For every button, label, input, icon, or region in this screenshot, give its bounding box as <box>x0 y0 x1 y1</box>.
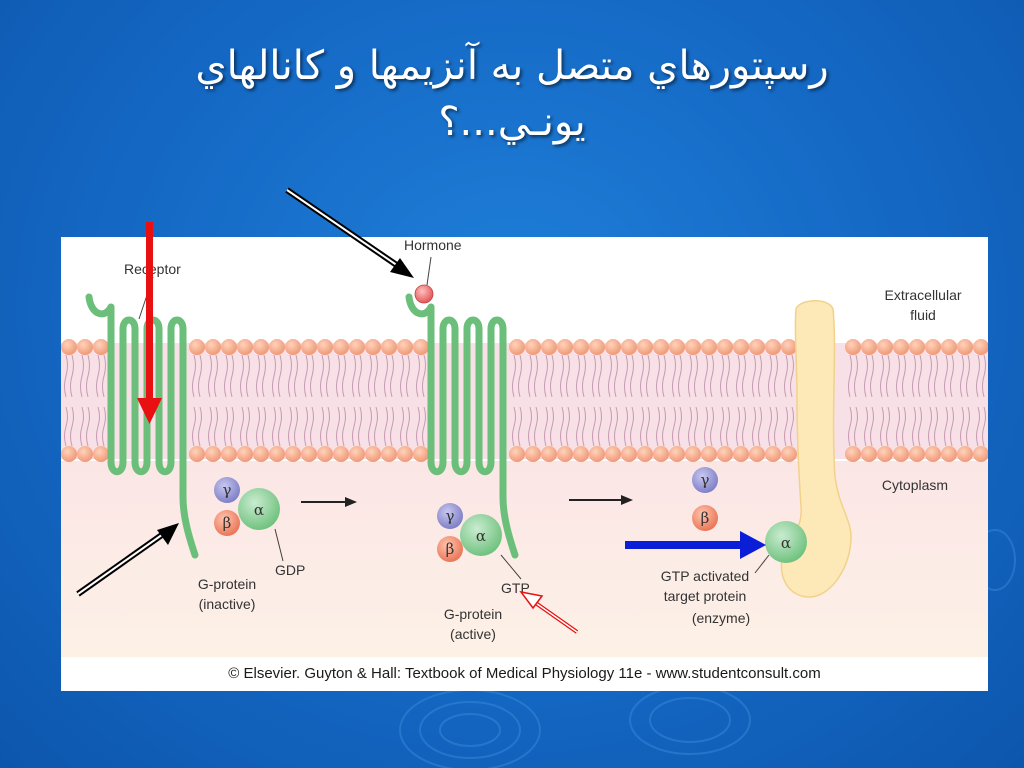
alpha-label-1: α <box>254 501 264 519</box>
slide-title: رسپتورهاي متصل به آنزيمها و كانالهاي يون… <box>0 38 1024 150</box>
gamma-subunit-2 <box>437 503 463 529</box>
figure-caption: © Elsevier. Guyton & Hall: Textbook of M… <box>228 665 821 682</box>
gamma-label-3: γ <box>701 471 710 489</box>
slide-title-line-2: يونـي...؟ <box>438 99 586 145</box>
alpha-subunit-1 <box>238 488 280 530</box>
target-label-3: (enzyme) <box>692 610 750 626</box>
target-enzyme <box>780 300 852 598</box>
gprotein-active-label-1: G-protein <box>444 606 502 622</box>
lipid-heads <box>61 339 988 462</box>
gamma-label-2: γ <box>446 507 455 525</box>
extracellular-label-2: fluid <box>910 307 936 323</box>
alpha-label-2: α <box>476 527 486 545</box>
slide-title-line-1: رسپتورهاي متصل به آنزيمها و كانالهاي <box>195 43 829 89</box>
gamma-subunit-3 <box>692 467 718 493</box>
hormone-label: Hormone <box>404 237 462 253</box>
gamma-subunit-1 <box>214 477 240 503</box>
gtp-label: GTP <box>501 580 530 596</box>
receptor-label: Receptor <box>124 261 181 277</box>
alpha-subunit-2 <box>460 514 502 556</box>
beta-label-1: β <box>223 514 232 532</box>
gdp-label: GDP <box>275 562 305 578</box>
gamma-label-1: γ <box>223 481 232 499</box>
beta-subunit-3 <box>692 505 718 531</box>
receptor-active <box>405 293 519 559</box>
gprotein-active-label-2: (active) <box>450 626 496 642</box>
hormone-molecule <box>414 284 434 304</box>
alpha-subunit-3 <box>765 521 807 563</box>
lipid-tails <box>64 354 986 447</box>
gprotein-inactive-label-2: (inactive) <box>199 596 256 612</box>
target-label-1: GTP activated <box>661 568 749 584</box>
cytoplasm-region <box>61 461 988 657</box>
gprotein-diagram: γ β α γ β α γ β α Receptor Hormone Extra… <box>61 237 988 657</box>
beta-subunit-2 <box>437 536 463 562</box>
process-arrow-2 <box>569 495 633 505</box>
extracellular-label-1: Extracellular <box>884 287 961 303</box>
gprotein-diagram-figure: γ β α γ β α γ β α Receptor Hormone Extra… <box>61 237 988 691</box>
gprotein-inactive-label-1: G-protein <box>198 576 256 592</box>
beta-label-3: β <box>701 509 710 527</box>
process-arrow-1 <box>301 497 357 507</box>
receptor-inactive <box>85 293 199 559</box>
alpha-label-3: α <box>781 534 791 552</box>
beta-label-2: β <box>446 540 455 558</box>
cytoplasm-label: Cytoplasm <box>882 477 948 493</box>
target-label-2: target protein <box>664 588 747 604</box>
beta-subunit-1 <box>214 510 240 536</box>
